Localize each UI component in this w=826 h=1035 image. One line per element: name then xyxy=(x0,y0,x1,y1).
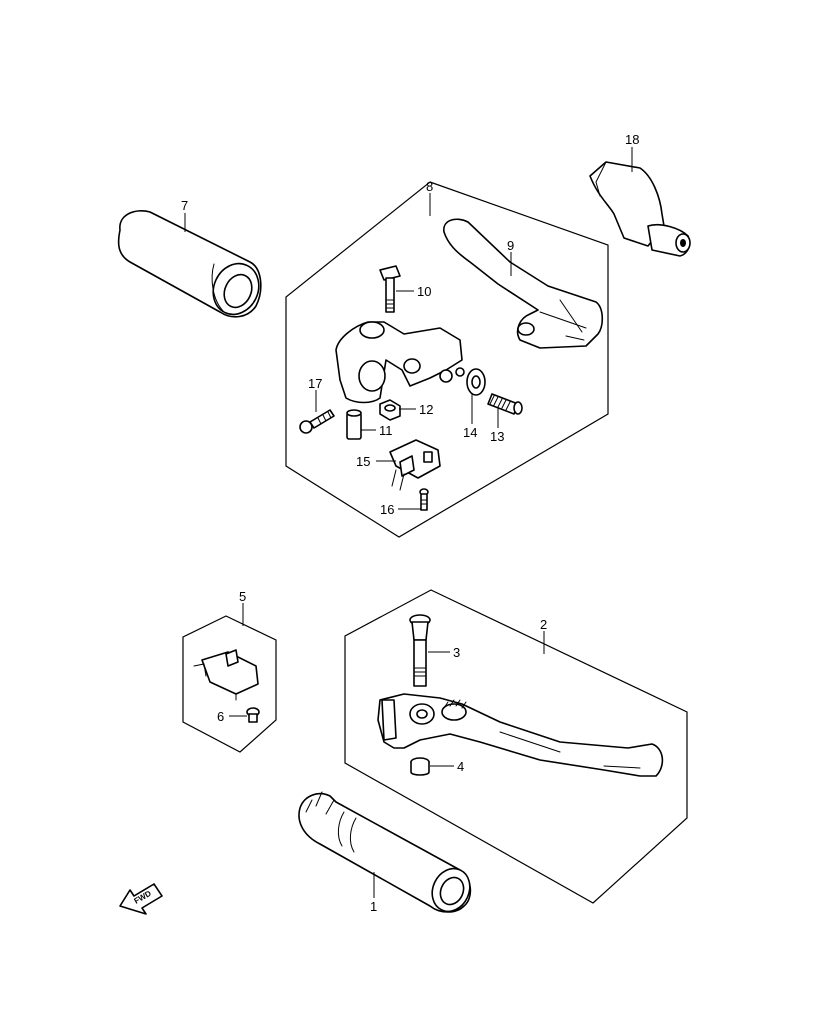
screw-part-16 xyxy=(419,488,429,511)
callout-10: 10 xyxy=(417,284,431,299)
callout-15: 15 xyxy=(356,454,370,469)
callout-17: 17 xyxy=(308,376,322,391)
group-box-5 xyxy=(182,615,277,753)
lever-part-9 xyxy=(443,218,604,349)
callout-16: 16 xyxy=(380,502,394,517)
lever-cover-part-18 xyxy=(589,161,691,257)
holder-bracket-part-8 xyxy=(335,321,465,404)
callout-12: 12 xyxy=(419,402,433,417)
adjuster-wheel-part-14 xyxy=(466,368,486,396)
lever-part-2 xyxy=(377,693,664,777)
callout-2: 2 xyxy=(540,617,547,632)
fwd-arrow-icon: FWD xyxy=(119,883,163,915)
callout-13: 13 xyxy=(490,429,504,444)
callout-5: 5 xyxy=(239,589,246,604)
callout-4: 4 xyxy=(457,759,464,774)
screw-part-6 xyxy=(246,707,260,723)
grip-part-7 xyxy=(117,210,262,318)
switch-part-5 xyxy=(193,649,259,701)
screw-part-13 xyxy=(487,393,523,415)
sleeve-part-11 xyxy=(346,409,362,440)
bolt-part-3 xyxy=(409,614,431,687)
callout-6: 6 xyxy=(217,709,224,724)
callout-11: 11 xyxy=(379,423,393,438)
group-box-2 xyxy=(344,589,688,904)
bolt-part-17 xyxy=(299,409,335,434)
callout-14: 14 xyxy=(463,425,477,440)
callout-7: 7 xyxy=(181,198,188,213)
callout-9: 9 xyxy=(507,238,514,253)
callout-8: 8 xyxy=(426,179,433,194)
leader-lines xyxy=(184,147,633,898)
group-box-8 xyxy=(285,181,609,538)
bushing-part-4 xyxy=(410,757,430,776)
switch-part-15 xyxy=(389,439,441,491)
nut-part-12 xyxy=(379,399,401,421)
callout-1: 1 xyxy=(370,899,377,914)
throttle-grip-part-1 xyxy=(298,791,472,913)
callout-3: 3 xyxy=(453,645,460,660)
callout-18: 18 xyxy=(625,132,639,147)
bolt-part-10 xyxy=(379,265,401,313)
